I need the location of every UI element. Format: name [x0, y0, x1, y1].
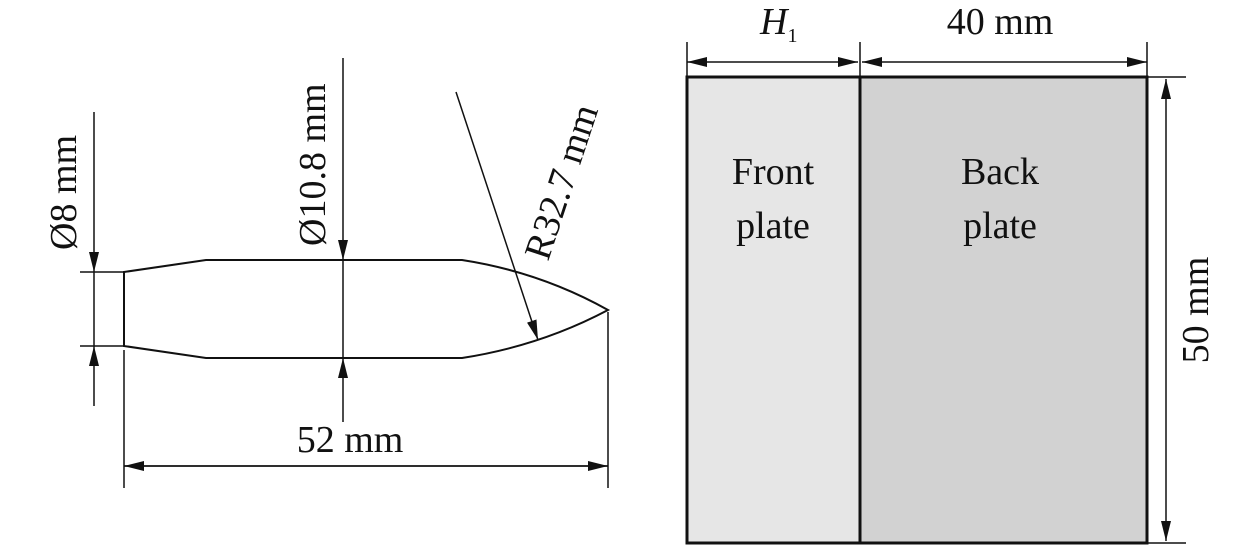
back-thickness-dimension: 40 mm: [862, 1, 1147, 67]
tail-diameter-dimension: Ø8 mm: [43, 112, 124, 406]
front-thickness-subscript: 1: [787, 25, 797, 47]
front-plate: [687, 77, 860, 543]
length-dimension: 52 mm: [123, 312, 609, 488]
height-dimension: 50 mm: [1147, 76, 1217, 544]
front-thickness-dimension: H1: [687, 1, 858, 67]
back-plate-label-line2: plate: [963, 205, 1037, 247]
back-plate: [860, 77, 1147, 543]
tail-diameter-label: Ø8 mm: [43, 135, 85, 250]
projectile-drawing: Ø8 mm Ø10.8 mm R32.7 mm 52 mm: [43, 58, 611, 488]
body-diameter-dimension: Ø10.8 mm: [292, 58, 348, 422]
back-plate-label-line1: Back: [961, 151, 1039, 193]
body-diameter-label: Ø10.8 mm: [292, 83, 334, 246]
front-thickness-symbol: H: [759, 1, 790, 43]
front-plate-label-line1: Front: [732, 151, 815, 193]
back-thickness-label: 40 mm: [947, 1, 1054, 43]
front-plate-label-line2: plate: [736, 205, 810, 247]
length-label: 52 mm: [297, 419, 404, 461]
height-label: 50 mm: [1175, 257, 1217, 364]
nose-radius-dimension: R32.7 mm: [455, 91, 607, 341]
plates-drawing: H1 40 mm 50 mm Front plate Back plate: [685, 1, 1217, 545]
svg-text:H1: H1: [759, 1, 797, 47]
nose-radius-label: R32.7 mm: [517, 99, 607, 265]
projectile-outline: [123, 259, 611, 359]
plates-outline: [685, 75, 1149, 545]
